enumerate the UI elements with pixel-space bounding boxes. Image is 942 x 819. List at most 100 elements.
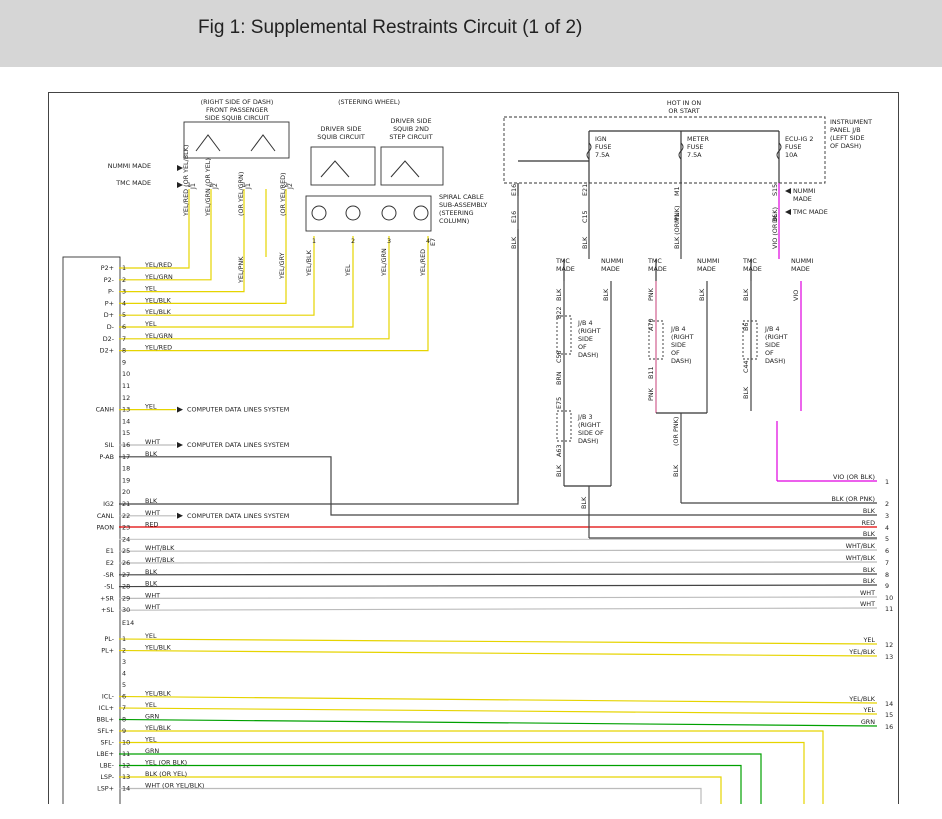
ecu-pin-label: LSP+ [97, 785, 114, 793]
ecu-module [62, 256, 121, 804]
diagram-label: SIDE [765, 341, 780, 349]
ecu-pin-label: SFL- [101, 739, 115, 747]
arrow-icon [177, 182, 183, 188]
wire-color-label: GRN [145, 747, 159, 755]
ecu-pin-label: -SR [103, 571, 114, 579]
diagram-label: ECU-IG 2 [785, 135, 813, 143]
wire-d2-minus [119, 236, 390, 340]
ecu-pin-number: 5 [122, 681, 126, 689]
wire-p2plus [119, 189, 190, 269]
ecu-pin-number: 22 [122, 512, 130, 520]
wire-color-label: YEL/BLK [144, 644, 172, 652]
wire-color-label: BLK [145, 497, 158, 505]
ecu-pin-number: 2 [122, 276, 126, 284]
output-pin-number: 9 [885, 582, 889, 590]
wire-color-label: BLK [510, 236, 518, 249]
wire-lsp [119, 776, 722, 804]
wire-color-label: YEL [344, 264, 352, 277]
wire-sfl [119, 730, 824, 804]
output-wire-label: BLK [863, 530, 876, 538]
diagram-label: C44 [742, 360, 750, 373]
wire-p-plus [119, 189, 287, 304]
diagram-label: (RIGHT [671, 333, 694, 341]
output-wire-label: BLK [863, 566, 876, 574]
wire-p-minus [119, 189, 245, 293]
wire-pl [118, 638, 878, 645]
output-wire-label: GRN [861, 718, 875, 726]
diagram-label: MADE [791, 265, 810, 273]
diagram-label: SPIRAL CABLE [439, 193, 484, 201]
ecu-pin-number: 6 [122, 693, 126, 701]
diagram-label: J/B 4 [670, 325, 686, 333]
instrument-panel-jb [503, 116, 826, 184]
ecu-pin-number: 26 [122, 559, 130, 567]
ecu-pin-label: P2+ [101, 264, 114, 272]
wire-icl [118, 707, 878, 715]
output-pin-number: 15 [885, 711, 893, 719]
diagram-label: J/B 4 [577, 319, 593, 327]
spiral-icon [381, 205, 397, 221]
diagram-label: YEL/GRY [278, 252, 286, 280]
diagram-label: MADE [556, 265, 575, 273]
output-pin-number: 13 [885, 653, 893, 661]
wire-color-label: YEL [144, 285, 157, 293]
wire-color-label: BLK [581, 236, 589, 249]
diagram-label: NUMMI MADE [108, 162, 151, 170]
output-wire-label: BLK [863, 507, 876, 515]
output-pin-number: 5 [885, 535, 889, 543]
output-wire-label: YEL/BLK [848, 648, 876, 656]
squib-icon [195, 134, 221, 152]
ecu-pin-label: P+ [105, 299, 114, 307]
diagram-label: NUMMI [697, 257, 719, 265]
ecu-pin-number: 17 [122, 453, 130, 461]
diagram-label: DASH) [578, 351, 599, 359]
diagram-label: TMC [555, 257, 570, 265]
wire-color-label: GRN [145, 713, 159, 721]
pin-id: J2 [211, 183, 219, 190]
ecu-pin-label: D2+ [100, 347, 114, 355]
diagram-label: FUSE [595, 143, 611, 151]
diagram-label: SQUIB CIRCUIT [317, 133, 365, 141]
wire-ground [118, 573, 878, 576]
squib-icon [320, 160, 350, 178]
wire-color-label: RED [145, 521, 158, 529]
wire-pl [118, 649, 878, 657]
ecu-pin-number: 4 [122, 299, 126, 307]
diagram-label: SIDE OF [578, 429, 604, 437]
pin-id: E21 [581, 184, 589, 196]
diagram-label: MADE [793, 195, 812, 203]
diagram-label: BLK [672, 464, 680, 477]
diagram-label: B11 [647, 366, 655, 379]
ecu-pin-number: 11 [122, 750, 130, 758]
diagram-label: 7.5A [687, 151, 702, 159]
ecu-pin-number: 5 [122, 311, 126, 319]
output-wire-label: BLK (OR PNK) [832, 495, 875, 503]
arrow-icon [177, 406, 183, 413]
wire-d-minus [119, 236, 354, 328]
ecu-pin-number: 8 [122, 347, 126, 355]
output-pin-number: 8 [885, 571, 889, 579]
ecu-pin-number: 2 [122, 647, 126, 655]
wire-color-label: YEL [144, 320, 157, 328]
pin-id: E16 [510, 211, 518, 223]
ecu-pin-number: 6 [122, 323, 126, 331]
diagram-label: BLK [580, 496, 588, 509]
diagram-label: (RIGHT [578, 421, 601, 429]
output-wire-label: YEL [862, 706, 875, 714]
ecu-pin-number: 25 [122, 547, 130, 555]
ecu-pin-label: LSP- [100, 773, 114, 781]
wire-color-label: WHT/BLK [145, 544, 175, 552]
ecu-pin-number: 15 [122, 429, 130, 437]
wire-color-label: WHT/BLK [145, 556, 175, 564]
diagram-label: C58 [555, 350, 563, 363]
wire-color-label: WHT [145, 603, 160, 611]
wire-color-label: BLK (OR YEL) [145, 770, 187, 778]
wire-color-label: (OR YEL/RED) [279, 172, 287, 216]
pin-id: J1 [189, 183, 197, 190]
ecu-pin-label: ICL+ [99, 704, 114, 712]
wire-color-label: YEL/RED [144, 344, 172, 352]
ecu-pin-number: 13 [122, 406, 130, 414]
ecu-pin-number: 11 [122, 382, 130, 390]
diagram-label: OF DASH) [830, 142, 861, 150]
pin-id: E16 [510, 184, 518, 196]
